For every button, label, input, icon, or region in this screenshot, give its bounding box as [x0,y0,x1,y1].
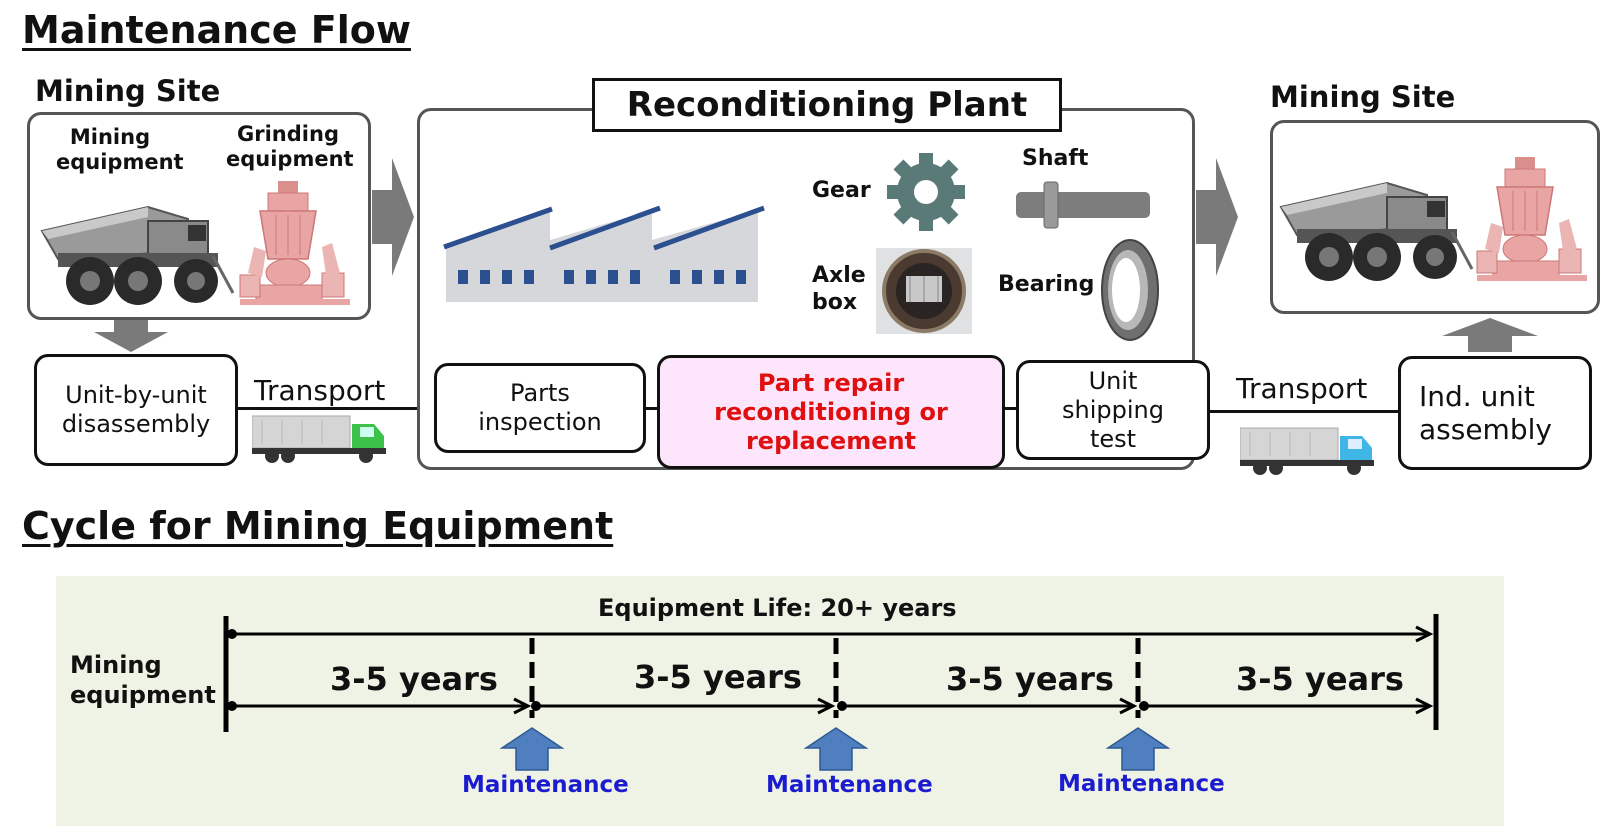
part-repair-label: Part repair reconditioning or replacemen… [714,368,948,455]
grinding-mill-image [239,181,350,305]
grinding-equipment-label: Grinding equipment [226,122,354,171]
grinding-mill-image [1476,157,1587,281]
truck-icon-blue [1240,427,1374,475]
transport-label-2: Transport [1236,372,1368,405]
truck-icon-green [252,415,386,463]
connector-line-1 [238,407,434,410]
unit-disassembly-label: Unit-by-unit disassembly [61,381,211,438]
up-arrow-to-mining-site [1442,318,1538,352]
cycle-panel [56,576,1504,826]
factory-building-image [443,205,765,302]
bearing-icon [1101,239,1159,341]
parts-inspection-label: Parts inspection [478,379,602,436]
gear-icon [887,153,965,231]
unit-assembly-label: Ind. unit assembly [1419,380,1552,446]
shaft-label: Shaft [1022,146,1089,171]
maintenance-label-3: Maintenance [1058,771,1225,797]
flow-arrow-to-plant [372,158,414,276]
reconditioning-plant-title: Reconditioning Plant [592,78,1062,132]
bearing-label: Bearing [998,272,1095,297]
right-mining-site-box [1270,120,1600,314]
unit-disassembly-box: Unit-by-unit disassembly [34,354,238,466]
shaft-icon [1016,181,1150,229]
unit-assembly-box: Ind. unit assembly [1398,356,1592,470]
unit-shipping-test-label: Unit shipping test [1062,366,1164,453]
haul-truck-image [40,205,235,305]
maintenance-label-1: Maintenance [462,772,629,798]
connector-line-3 [1005,407,1017,410]
transport-label-1: Transport [254,374,386,407]
unit-shipping-test-box: Unit shipping test [1016,360,1210,460]
maintenance-label-2: Maintenance [766,772,933,798]
cycle-timeline [223,614,1439,771]
left-mining-site-box: Mining equipment Grinding equipment [27,112,371,320]
interval-label-3: 3-5 years [946,660,1114,698]
interval-label-1: 3-5 years [330,660,498,698]
cycle-title: Cycle for Mining Equipment [22,504,614,548]
part-repair-box: Part repair reconditioning or replacemen… [657,355,1005,469]
mining-equipment-label: Mining equipment [56,125,184,174]
haul-truck-image [1279,181,1474,281]
left-mining-site-label: Mining Site [35,74,221,108]
axle-box-image [876,248,972,334]
interval-label-4: 3-5 years [1236,660,1404,698]
equipment-life-label: Equipment Life: 20+ years [598,594,957,622]
flow-arrow-to-right-site [1196,158,1238,276]
cycle-equipment-label: Mining equipment [70,651,216,709]
maintenance-flow-title: Maintenance Flow [22,8,411,52]
axle-box-label: Axle box [812,263,866,315]
gear-label: Gear [812,178,871,203]
right-mining-site-label: Mining Site [1270,80,1456,114]
connector-line-4 [1210,410,1398,413]
interval-label-2: 3-5 years [634,658,802,696]
connector-line-2 [646,407,658,410]
parts-inspection-box: Parts inspection [434,363,646,453]
down-arrow-to-disassembly [94,320,168,352]
